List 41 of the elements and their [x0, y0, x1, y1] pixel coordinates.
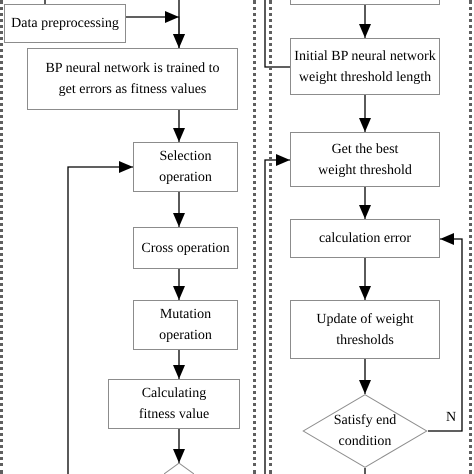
arrow [359, 5, 371, 38]
process-box [133, 300, 238, 350]
process-box [290, 300, 440, 359]
arrow [173, 192, 185, 227]
node-label: Update of weight thresholds [315, 310, 415, 350]
process-box [290, 219, 440, 258]
node-label: BP neural network is trained to get errors as fitness values [44, 60, 221, 99]
arrow [173, 429, 185, 463]
process-box [27, 48, 238, 110]
node-label: Initial BP neural network weight threshold length [293, 48, 437, 86]
arrow [67, 161, 133, 474]
arrow [359, 95, 371, 132]
process-box [133, 227, 238, 269]
node-label: Selection operation [158, 148, 213, 187]
node-label: Mutation operation [158, 306, 213, 345]
arrow [173, 110, 185, 142]
arrow [173, 269, 185, 300]
arrow [173, 0, 185, 48]
node-label: Get the best weight threshold [317, 140, 413, 180]
node-label: Data preprocessing [11, 15, 119, 33]
connector-line [264, 0, 290, 68]
arrow [173, 350, 185, 379]
arrow [428, 233, 463, 432]
process-box [133, 142, 238, 192]
arrow [359, 258, 371, 300]
process-box [4, 4, 126, 43]
dotted-panel-frame [0, 0, 256, 474]
process-box [290, 132, 440, 187]
process-box [290, 38, 440, 95]
process-box [290, 0, 440, 5]
node-label: Calculating fitness value [138, 385, 210, 424]
node-label: Satisfy end condition [332, 412, 398, 451]
node-label: Cross operation [141, 240, 230, 258]
arrow [359, 187, 371, 219]
decision-diamond [302, 394, 428, 468]
arrow [264, 154, 290, 474]
node-label: calculation error [318, 230, 412, 248]
dotted-panel-frame [269, 0, 472, 474]
process-box [108, 379, 240, 429]
arrow [359, 359, 371, 394]
decision-diamond [164, 463, 194, 474]
